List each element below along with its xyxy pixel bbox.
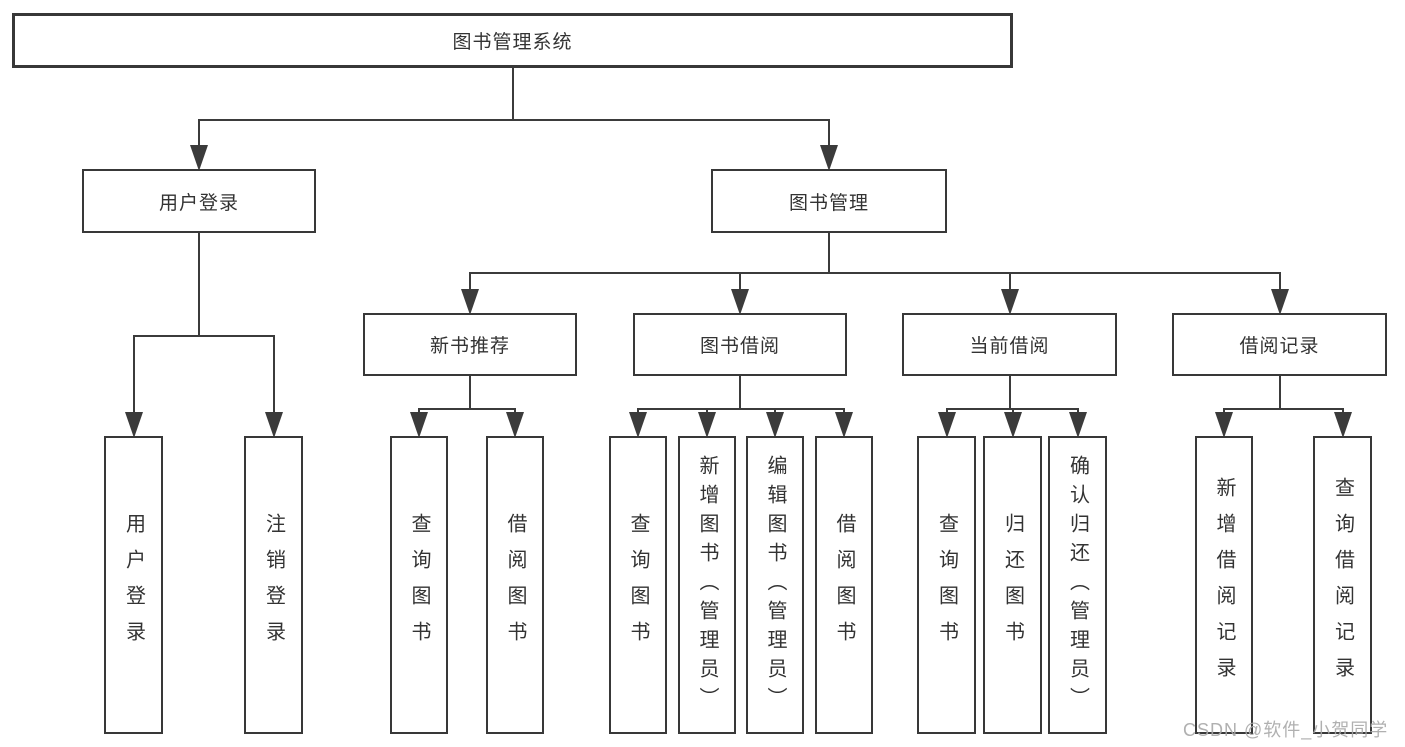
node-leaf-br-add: 新增借阅记录 [1195,436,1253,734]
node-label-root: 图书管理系统 [452,32,573,53]
node-leaf-cb-confirm: 确认归还（管理员） [1048,436,1107,734]
connector-line [469,376,471,410]
connector-line [739,272,741,291]
node-book-mgmt: 图书管理 [711,169,947,233]
node-leaf-user-login: 用户登录 [104,436,163,734]
node-label-leaf-cb-return: 归还图书 [1001,513,1024,657]
node-label-leaf-br-add: 新增借阅记录 [1213,477,1235,693]
arrowhead-down-icon [1004,412,1022,438]
node-leaf-cb-query: 查询图书 [917,436,976,734]
connector-line [706,408,708,414]
watermark-text: CSDN @软件_小贺同学 [1183,720,1389,740]
connector-line [774,408,776,414]
node-borrow-records: 借阅记录 [1172,313,1387,376]
node-leaf-br-query: 查询借阅记录 [1313,436,1372,734]
node-leaf-bb-query: 查询图书 [609,436,667,734]
connector-line [514,408,516,414]
node-label-leaf-logout: 注销登录 [262,513,285,657]
connector-line [418,408,420,414]
arrowhead-down-icon [938,412,956,438]
node-leaf-cb-return: 归还图书 [983,436,1042,734]
connector-line [1012,408,1014,414]
connector-line [1223,408,1344,410]
arrowhead-down-icon [1215,412,1233,438]
connector-line [843,408,845,414]
arrowhead-down-icon [731,289,749,315]
arrowhead-down-icon [125,412,143,438]
node-label-leaf-bb-borrow: 借阅图书 [833,513,855,657]
connector-line [198,119,830,121]
node-label-book-mgmt: 图书管理 [788,192,869,214]
connector-line [637,408,639,414]
node-leaf-logout: 注销登录 [244,436,303,734]
connector-line [469,272,471,291]
node-leaf-rec-borrow: 借阅图书 [486,436,544,734]
node-label-leaf-rec-borrow: 借阅图书 [504,513,526,657]
connector-line [1009,272,1011,291]
node-label-leaf-bb-edit: 编辑图书（管理员） [764,454,786,716]
connector-line [133,335,135,414]
node-leaf-bb-edit: 编辑图书（管理员） [746,436,804,734]
arrowhead-down-icon [1334,412,1352,438]
node-label-user-login: 用户登录 [158,192,239,214]
node-book-borrow: 图书借阅 [633,313,847,376]
arrowhead-down-icon [410,412,428,438]
node-label-leaf-user-login: 用户登录 [122,513,145,657]
arrowhead-down-icon [820,145,838,171]
connector-line [739,376,741,410]
node-label-leaf-cb-query: 查询图书 [935,513,958,657]
node-label-book-borrow: 图书借阅 [699,336,780,357]
node-label-leaf-br-query: 查询借阅记录 [1331,477,1354,693]
arrowhead-down-icon [1271,289,1289,315]
arrowhead-down-icon [1001,289,1019,315]
node-label-leaf-bb-add: 新增图书（管理员） [696,454,718,716]
connector-line [418,408,516,410]
connector-line [1009,376,1011,410]
connector-line [198,233,200,337]
node-user-login: 用户登录 [82,169,316,233]
node-leaf-bb-borrow: 借阅图书 [815,436,873,734]
arrowhead-down-icon [190,145,208,171]
node-label-current-borrow: 当前借阅 [969,336,1050,357]
connector-line [512,68,514,121]
node-label-new-book-rec: 新书推荐 [429,336,510,357]
arrowhead-down-icon [766,412,784,438]
arrowhead-down-icon [698,412,716,438]
node-label-leaf-bb-query: 查询图书 [627,513,649,657]
node-root: 图书管理系统 [12,13,1013,68]
connector-line [133,335,275,337]
arrowhead-down-icon [629,412,647,438]
connector-line [1342,408,1344,414]
connector-line [1223,408,1225,414]
connector-line [198,119,200,147]
connector-line [828,119,830,147]
arrowhead-down-icon [461,289,479,315]
arrowhead-down-icon [835,412,853,438]
connector-line [637,408,845,410]
connector-line [469,272,1281,274]
connector-line [273,335,275,414]
node-leaf-bb-add: 新增图书（管理员） [678,436,736,734]
node-current-borrow: 当前借阅 [902,313,1117,376]
node-leaf-rec-query: 查询图书 [390,436,448,734]
connector-line [946,408,948,414]
arrowhead-down-icon [265,412,283,438]
connector-line [1279,272,1281,291]
connector-line [1077,408,1079,414]
arrowhead-down-icon [1069,412,1087,438]
node-label-leaf-rec-query: 查询图书 [408,513,430,657]
node-label-leaf-cb-confirm: 确认归还（管理员） [1066,454,1089,716]
node-label-borrow-records: 借阅记录 [1239,336,1320,357]
connector-line [1279,376,1281,410]
connector-line [828,233,830,274]
node-new-book-rec: 新书推荐 [363,313,577,376]
arrowhead-down-icon [506,412,524,438]
